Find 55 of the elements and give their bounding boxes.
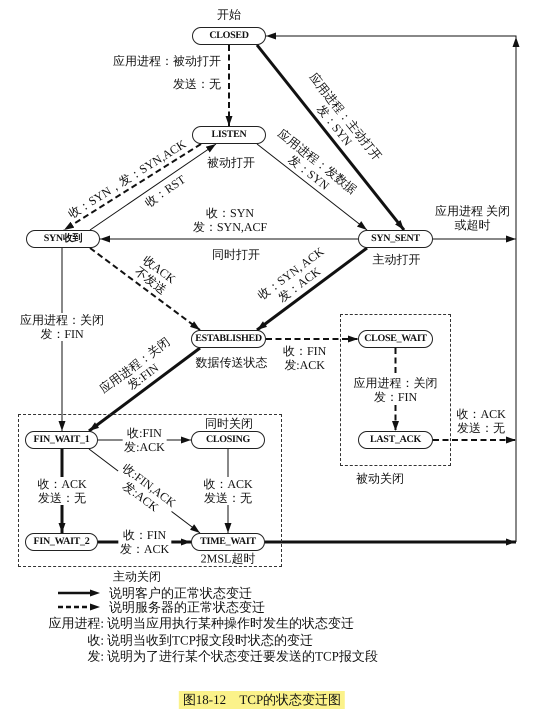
edge-label: 收：ACK 发送：无 xyxy=(201,477,255,505)
state-box: LISTEN xyxy=(192,126,266,144)
arrow xyxy=(256,44,406,231)
arrow xyxy=(256,246,368,332)
group-caption: 主动关闭 xyxy=(113,570,161,584)
edge-label: 应用进程：关闭发：FIN xyxy=(352,376,440,404)
arrow xyxy=(432,236,516,242)
state-box: ESTABLISHED xyxy=(191,330,266,348)
state-box: FIN_WAIT_2 xyxy=(25,533,98,551)
edge-label: 收:FIN 发:ACK xyxy=(122,426,167,454)
state-caption: 主动打开 xyxy=(372,254,420,266)
edge-label: 收：FIN 发：ACK xyxy=(118,528,172,556)
state-box: CLOSED xyxy=(192,27,266,45)
arrow xyxy=(265,538,516,546)
arrow xyxy=(256,144,368,230)
arrow xyxy=(90,144,216,230)
state-caption: 2MSL超时 xyxy=(200,552,256,565)
key-description: 说明当应用执行某种操作时发生的状态变迁 xyxy=(107,616,354,630)
key-description: 说明当收到TCP报文段时状态的变迁 xyxy=(107,632,313,648)
state-box: CLOSING xyxy=(191,431,265,449)
state-box: SYN_SENT xyxy=(358,230,433,248)
arrow xyxy=(63,143,202,231)
state-box: FIN_WAIT_1 xyxy=(25,431,98,449)
transition-note: 同时打开 xyxy=(212,248,260,262)
state-box: CLOSE_WAIT xyxy=(358,330,433,348)
state-box: TIME_WAIT xyxy=(191,533,265,551)
figure-caption: 图18-12 TCP的状态变迁图 xyxy=(178,691,346,709)
legend-label: 说明客户的正常状态变迁 xyxy=(109,586,252,600)
arrow xyxy=(100,236,358,242)
state-caption: 数据传送状态 xyxy=(196,356,268,370)
arrow xyxy=(226,45,232,126)
edge-label: 收ACK 不发送 xyxy=(132,252,178,298)
edge-label: 收：FIN 发:ACK xyxy=(282,344,326,372)
key-term: 发: xyxy=(87,648,104,664)
key-term: 应用进程: xyxy=(48,616,104,630)
state-caption: 被动打开 xyxy=(207,156,255,170)
state-box: SYN收到 xyxy=(26,230,100,248)
edge-label: 应用进程 关闭或超时 xyxy=(435,204,510,232)
edge-label: 应用进程：关闭发：FIN xyxy=(18,312,106,341)
edge-label: 应用进程：被动打开发送：无 xyxy=(113,52,221,92)
arrow xyxy=(266,336,358,342)
arrow xyxy=(433,436,516,444)
state-box: LAST_ACK xyxy=(358,431,433,449)
key-term: 收: xyxy=(87,632,104,648)
edge-label: 收：ACK 发送：无 xyxy=(35,477,89,505)
legend-label: 说明服务器的正常状态变迁 xyxy=(109,600,265,614)
edge-label: 收：ACK 发送：无 xyxy=(456,407,506,435)
arrow xyxy=(89,247,201,331)
key-description: 说明为了进行某个状态变迁要发送的TCP报文段 xyxy=(107,648,378,664)
state-caption: 开始 xyxy=(217,8,241,22)
arrow xyxy=(88,346,201,432)
edge-label: 收：SYN 发：SYN,ACF xyxy=(192,206,268,234)
group-caption: 被动关闭 xyxy=(356,472,404,486)
edge-label: 收：RST xyxy=(142,172,188,210)
state-caption: 同时关闭 xyxy=(205,418,253,430)
